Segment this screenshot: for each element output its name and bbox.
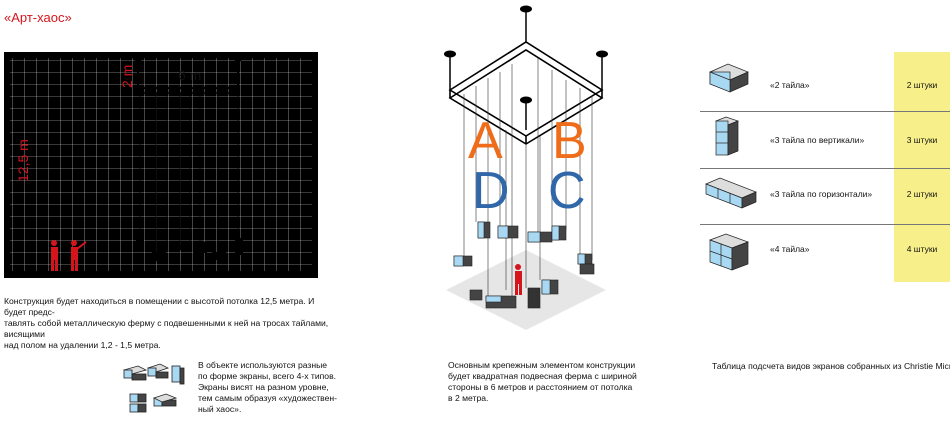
four-tiles-icon — [708, 233, 750, 271]
ceiling-mounts — [444, 5, 608, 130]
dim-height: 12,5 m — [15, 139, 31, 182]
hanging-tiles — [136, 238, 243, 261]
table-divider — [700, 111, 950, 112]
table-caption: Таблица подсчета видов экранов собранных… — [712, 361, 950, 371]
letter-b: B — [552, 112, 587, 170]
three-tiles-vertical-icon — [714, 116, 740, 156]
screen-types-icon — [122, 363, 185, 413]
table-row-label: «3 тайла по вертикали» — [770, 135, 865, 145]
isometric-caption: Основным крепежным элементом конструкции… — [448, 360, 637, 403]
floor-plane — [446, 250, 606, 330]
truss-frame — [448, 41, 604, 145]
screens-note: В объекте используются разные по форме э… — [198, 360, 338, 414]
three-tiles-horizontal-icon — [705, 177, 757, 209]
hanging-tiles — [453, 221, 595, 309]
cables — [463, 58, 593, 300]
section-description: Конструкция будет находиться в помещении… — [4, 296, 329, 350]
dim-truss-width: 6 m — [178, 67, 202, 83]
table-row-label: «3 тайла по горизонтали» — [770, 189, 873, 199]
dim-truss-drop: 2 m — [119, 64, 135, 88]
table-row-value: 4 штуки — [906, 244, 938, 254]
isometric-diagram: A B D C — [444, 5, 608, 330]
person-figure — [515, 264, 522, 295]
section-diagram — [4, 52, 318, 278]
truss-frame — [133, 58, 243, 94]
table-divider — [700, 168, 950, 169]
table-highlight-column — [894, 52, 950, 282]
table-divider — [700, 224, 950, 225]
people-figures — [51, 240, 87, 271]
page-title: «Арт-хаос» — [4, 10, 72, 25]
table-row-value: 2 штуки — [906, 189, 938, 199]
table-row-label: «2 тайла» — [770, 80, 810, 90]
table-row-value: 3 штуки — [906, 135, 938, 145]
two-tiles-icon — [709, 63, 749, 93]
letter-d: D — [472, 162, 510, 220]
cables — [139, 93, 239, 252]
table-row-value: 2 штуки — [906, 80, 938, 90]
letter-c: C — [548, 162, 586, 220]
letter-a: A — [468, 112, 503, 170]
table-row-label: «4 тайла» — [770, 244, 810, 254]
